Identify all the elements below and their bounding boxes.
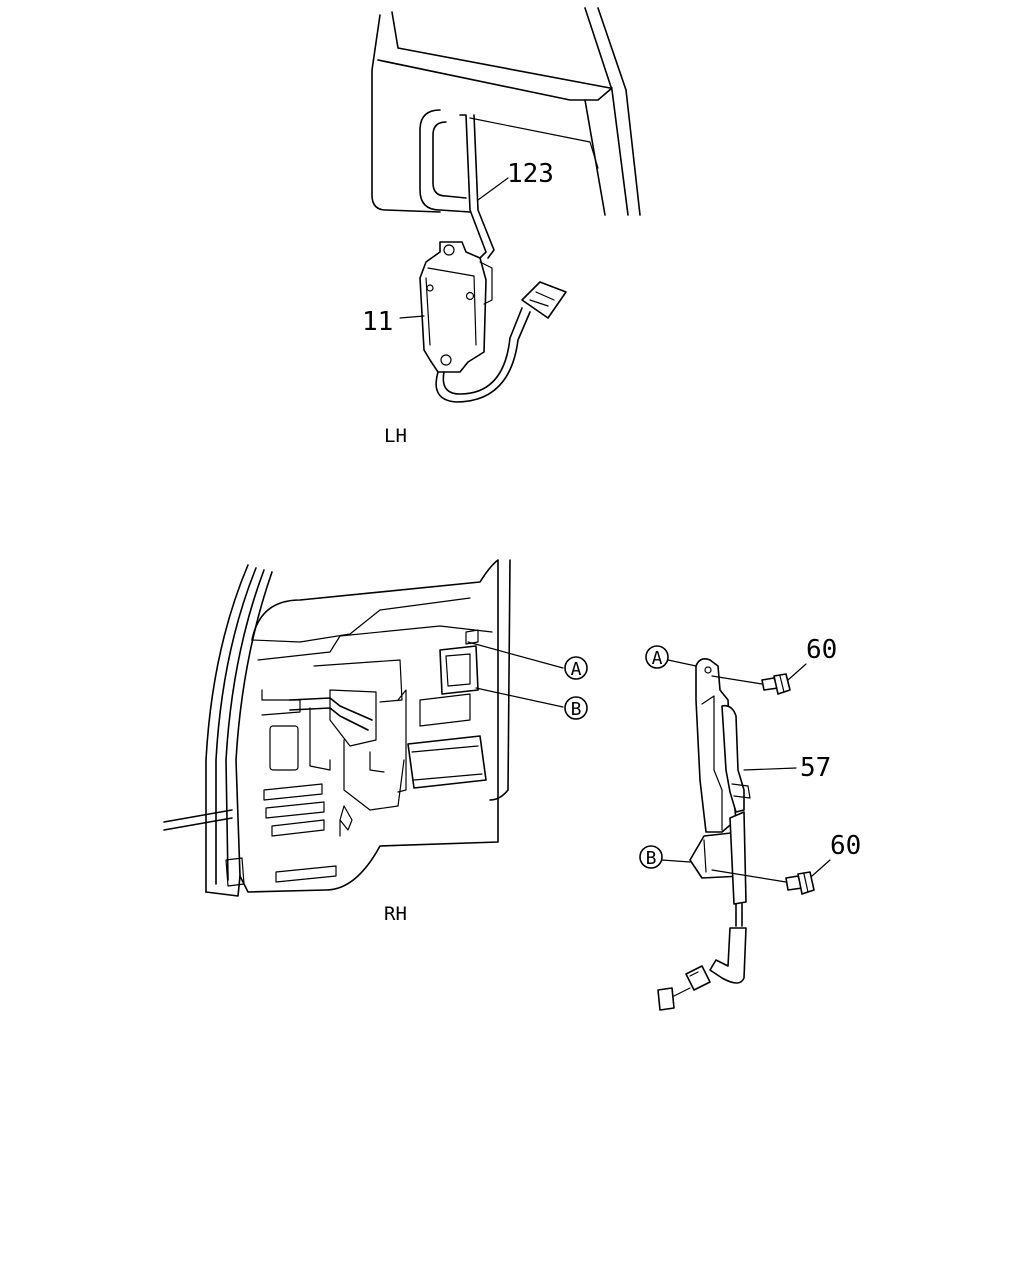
lh-lock-rod bbox=[459, 114, 495, 259]
lh-callout-rod: 123 bbox=[507, 159, 554, 189]
detail-bolt-upper bbox=[711, 673, 791, 695]
rh-ref-b-letter: B bbox=[571, 699, 582, 720]
lh-actuator-harness bbox=[435, 281, 567, 403]
rh-view: A B RH bbox=[163, 559, 588, 925]
detail-ref-a-marker: A bbox=[645, 645, 669, 669]
detail-cable bbox=[657, 903, 747, 1011]
lh-door-lock-actuator bbox=[419, 241, 493, 373]
detail-ref-b-letter: B bbox=[646, 848, 657, 869]
detail-callout-bolt-lower: 60 bbox=[830, 831, 861, 861]
rh-ref-b-marker: B bbox=[564, 696, 588, 720]
rh-ref-a-marker: A bbox=[564, 656, 588, 680]
lh-callout-actuator: 11 bbox=[362, 307, 393, 337]
detail-callout-bracket: 57 bbox=[800, 753, 831, 783]
detail-ref-b-marker: B bbox=[639, 845, 663, 869]
lh-view-label: LH bbox=[384, 425, 407, 447]
rh-door-inner-panel bbox=[225, 559, 511, 893]
detail-ref-a-leader bbox=[667, 659, 697, 667]
lh-door-frame bbox=[371, 7, 641, 216]
detail-ref-b-leader bbox=[661, 859, 691, 863]
detail-ref-a-letter: A bbox=[652, 648, 663, 669]
lh-leader-lines bbox=[399, 177, 509, 319]
rh-view-label: RH bbox=[384, 903, 407, 925]
rh-ref-a-letter: A bbox=[571, 659, 582, 680]
rh-leader-lines bbox=[467, 641, 564, 708]
detail-view: A B bbox=[639, 635, 861, 1011]
rh-inside-handle-rod bbox=[163, 697, 373, 831]
detail-bracket-57 bbox=[689, 658, 751, 905]
rh-door-pillar bbox=[205, 564, 273, 897]
detail-bolt-lower bbox=[711, 869, 815, 895]
detail-callout-bolt-upper: 60 bbox=[806, 635, 837, 665]
detail-leader-lines bbox=[743, 663, 831, 877]
lh-view: 123 11 LH bbox=[362, 7, 641, 447]
